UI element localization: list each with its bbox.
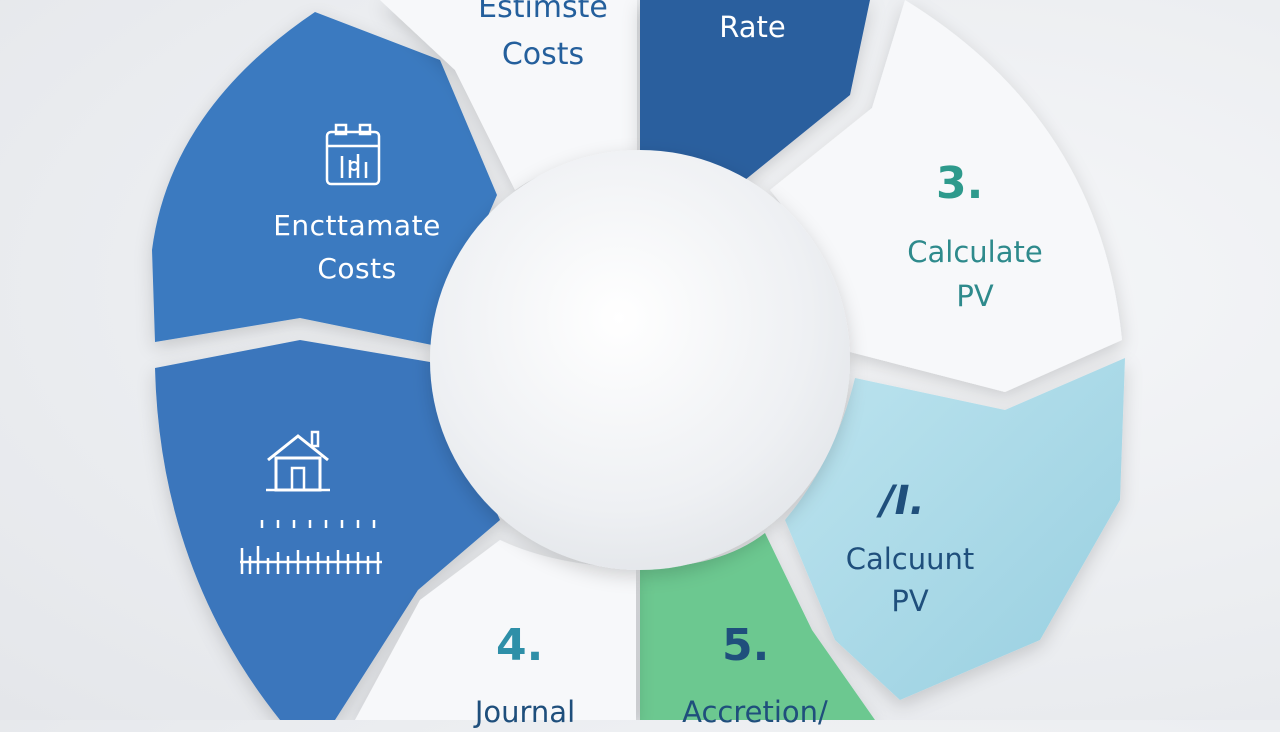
center-hub: [430, 150, 850, 570]
segment-right: [770, 0, 1122, 392]
segment-bottom-right: [640, 533, 875, 720]
step-3-number: 3.: [936, 158, 984, 209]
bar-graph-icon: [236, 512, 388, 580]
step-5-number: 5.: [722, 620, 770, 671]
segment-top-left: [380, 0, 637, 190]
calculator-icon: [322, 122, 384, 188]
segment-top-left-label: Estimste Costs: [478, 0, 608, 72]
segment-bottom-right-label: Accretion/: [682, 695, 828, 729]
segment-left-upper: [152, 12, 497, 345]
segment-bottom-left-label: Journal: [474, 695, 576, 729]
segment-top-right-label: Rate: [719, 10, 786, 44]
segment-right-label: Calculate PV: [907, 235, 1043, 313]
segment-left-lower: [155, 340, 500, 720]
segment-lower-right-label: Calcuunt PV: [845, 542, 975, 618]
segment-lower-right: [785, 358, 1125, 700]
segment-bottom-left: [355, 540, 636, 720]
house-icon: [262, 428, 334, 494]
step-4-number: 4.: [496, 620, 544, 671]
segment-top-right: [640, 0, 870, 180]
segment-left-upper-label: Encttamate Costs: [273, 209, 441, 285]
step-lower-right-number: /I.: [880, 478, 925, 524]
